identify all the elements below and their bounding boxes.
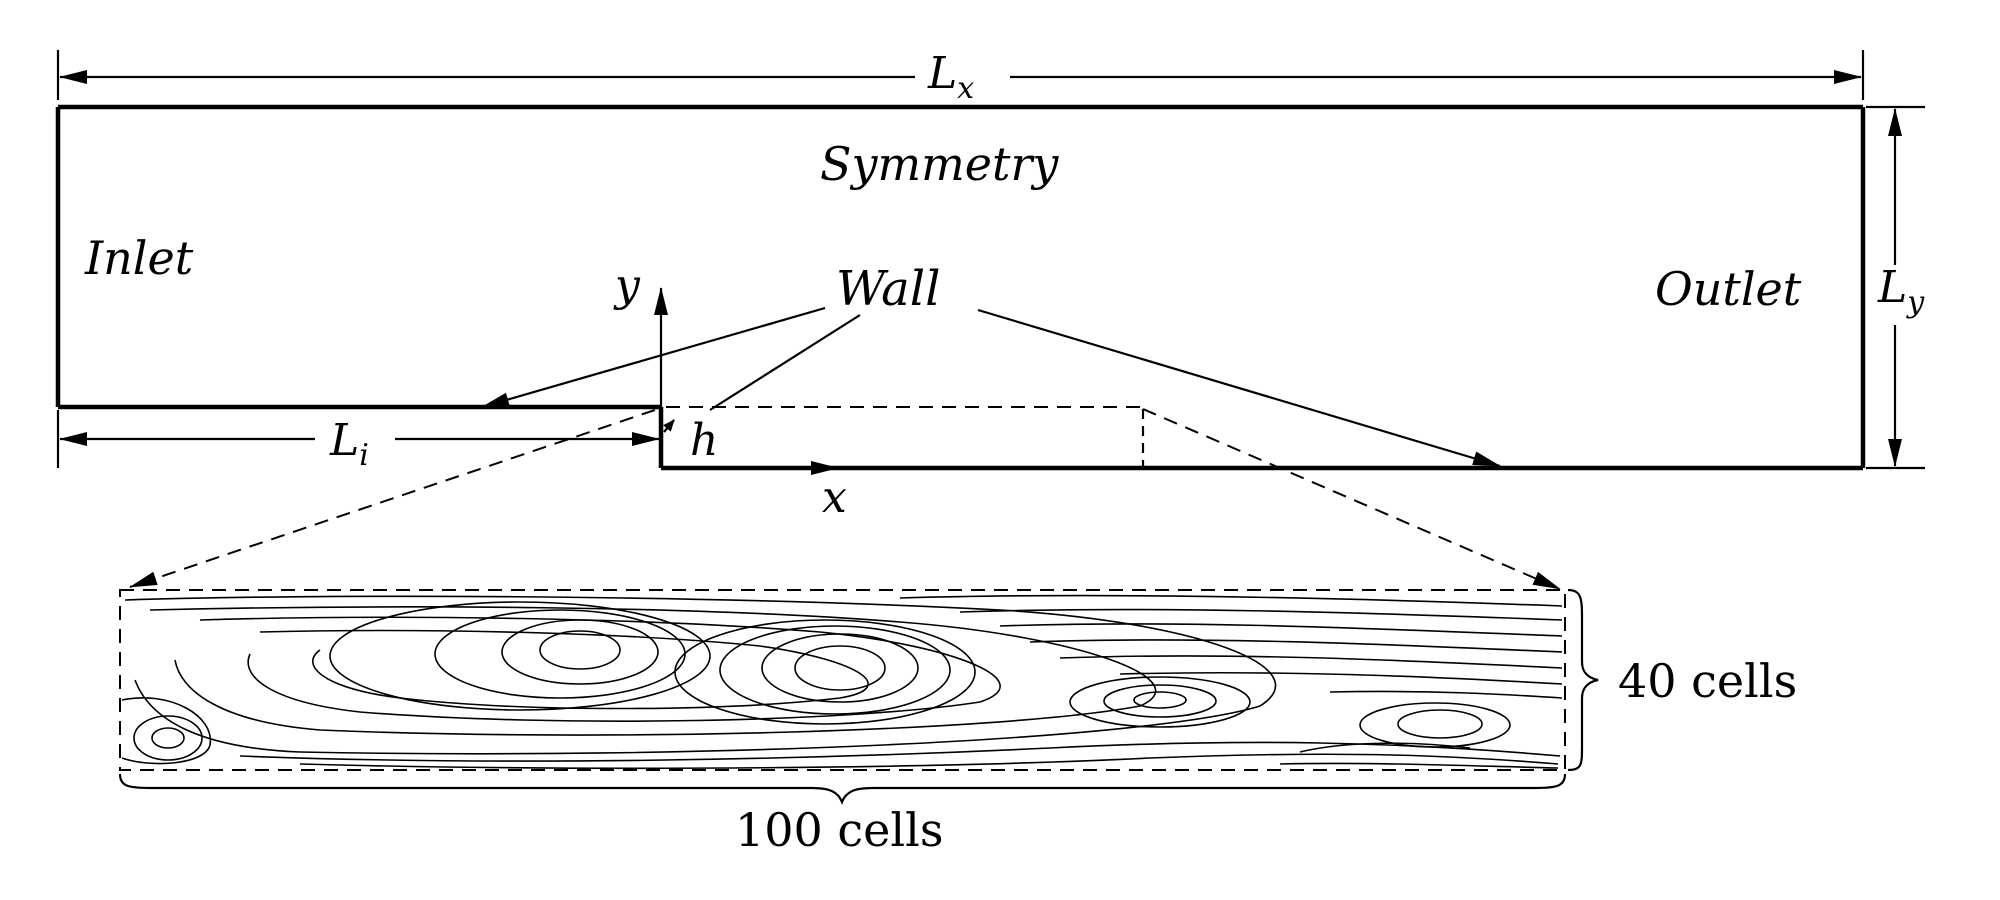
- lx-label: L: [927, 48, 957, 99]
- lx-subscript: x: [957, 71, 974, 106]
- outlet-label: Outlet: [1655, 262, 1802, 316]
- magnified-view: 40 cells 100 cells: [118, 588, 1797, 857]
- x-axis-label: x: [822, 472, 847, 523]
- step-height-label: h: [690, 415, 718, 466]
- horizontal-cells-label: 100 cells: [735, 803, 943, 857]
- y-axis-label: y: [613, 260, 641, 311]
- zoom-region: [129, 406, 1561, 590]
- svg-text:Li: Li: [329, 415, 369, 473]
- li-subscript: i: [359, 438, 369, 473]
- inlet-label: Inlet: [84, 231, 194, 285]
- dimension-lx: Lx: [56, 48, 1865, 106]
- svg-text:Lx: Lx: [927, 48, 974, 106]
- dimension-li: Li: [56, 410, 660, 473]
- symmetry-label: Symmetry: [820, 137, 1059, 191]
- coordinate-axes: y x: [613, 260, 847, 523]
- li-label: L: [329, 415, 359, 466]
- domain-outline: [55, 104, 1866, 471]
- wall-pointers: [481, 306, 1501, 468]
- streamlines: [121, 594, 1563, 770]
- vertical-brace: [1567, 588, 1599, 772]
- vertical-cells-label: 40 cells: [1618, 654, 1797, 708]
- horizontal-brace: [118, 773, 1567, 805]
- dimension-ly: Ly: [1866, 105, 1925, 470]
- wall-label: Wall: [836, 261, 940, 317]
- svg-text:Ly: Ly: [1877, 262, 1925, 320]
- step-height: h: [663, 415, 718, 466]
- ly-label: L: [1877, 262, 1907, 313]
- ly-subscript: y: [1905, 285, 1925, 320]
